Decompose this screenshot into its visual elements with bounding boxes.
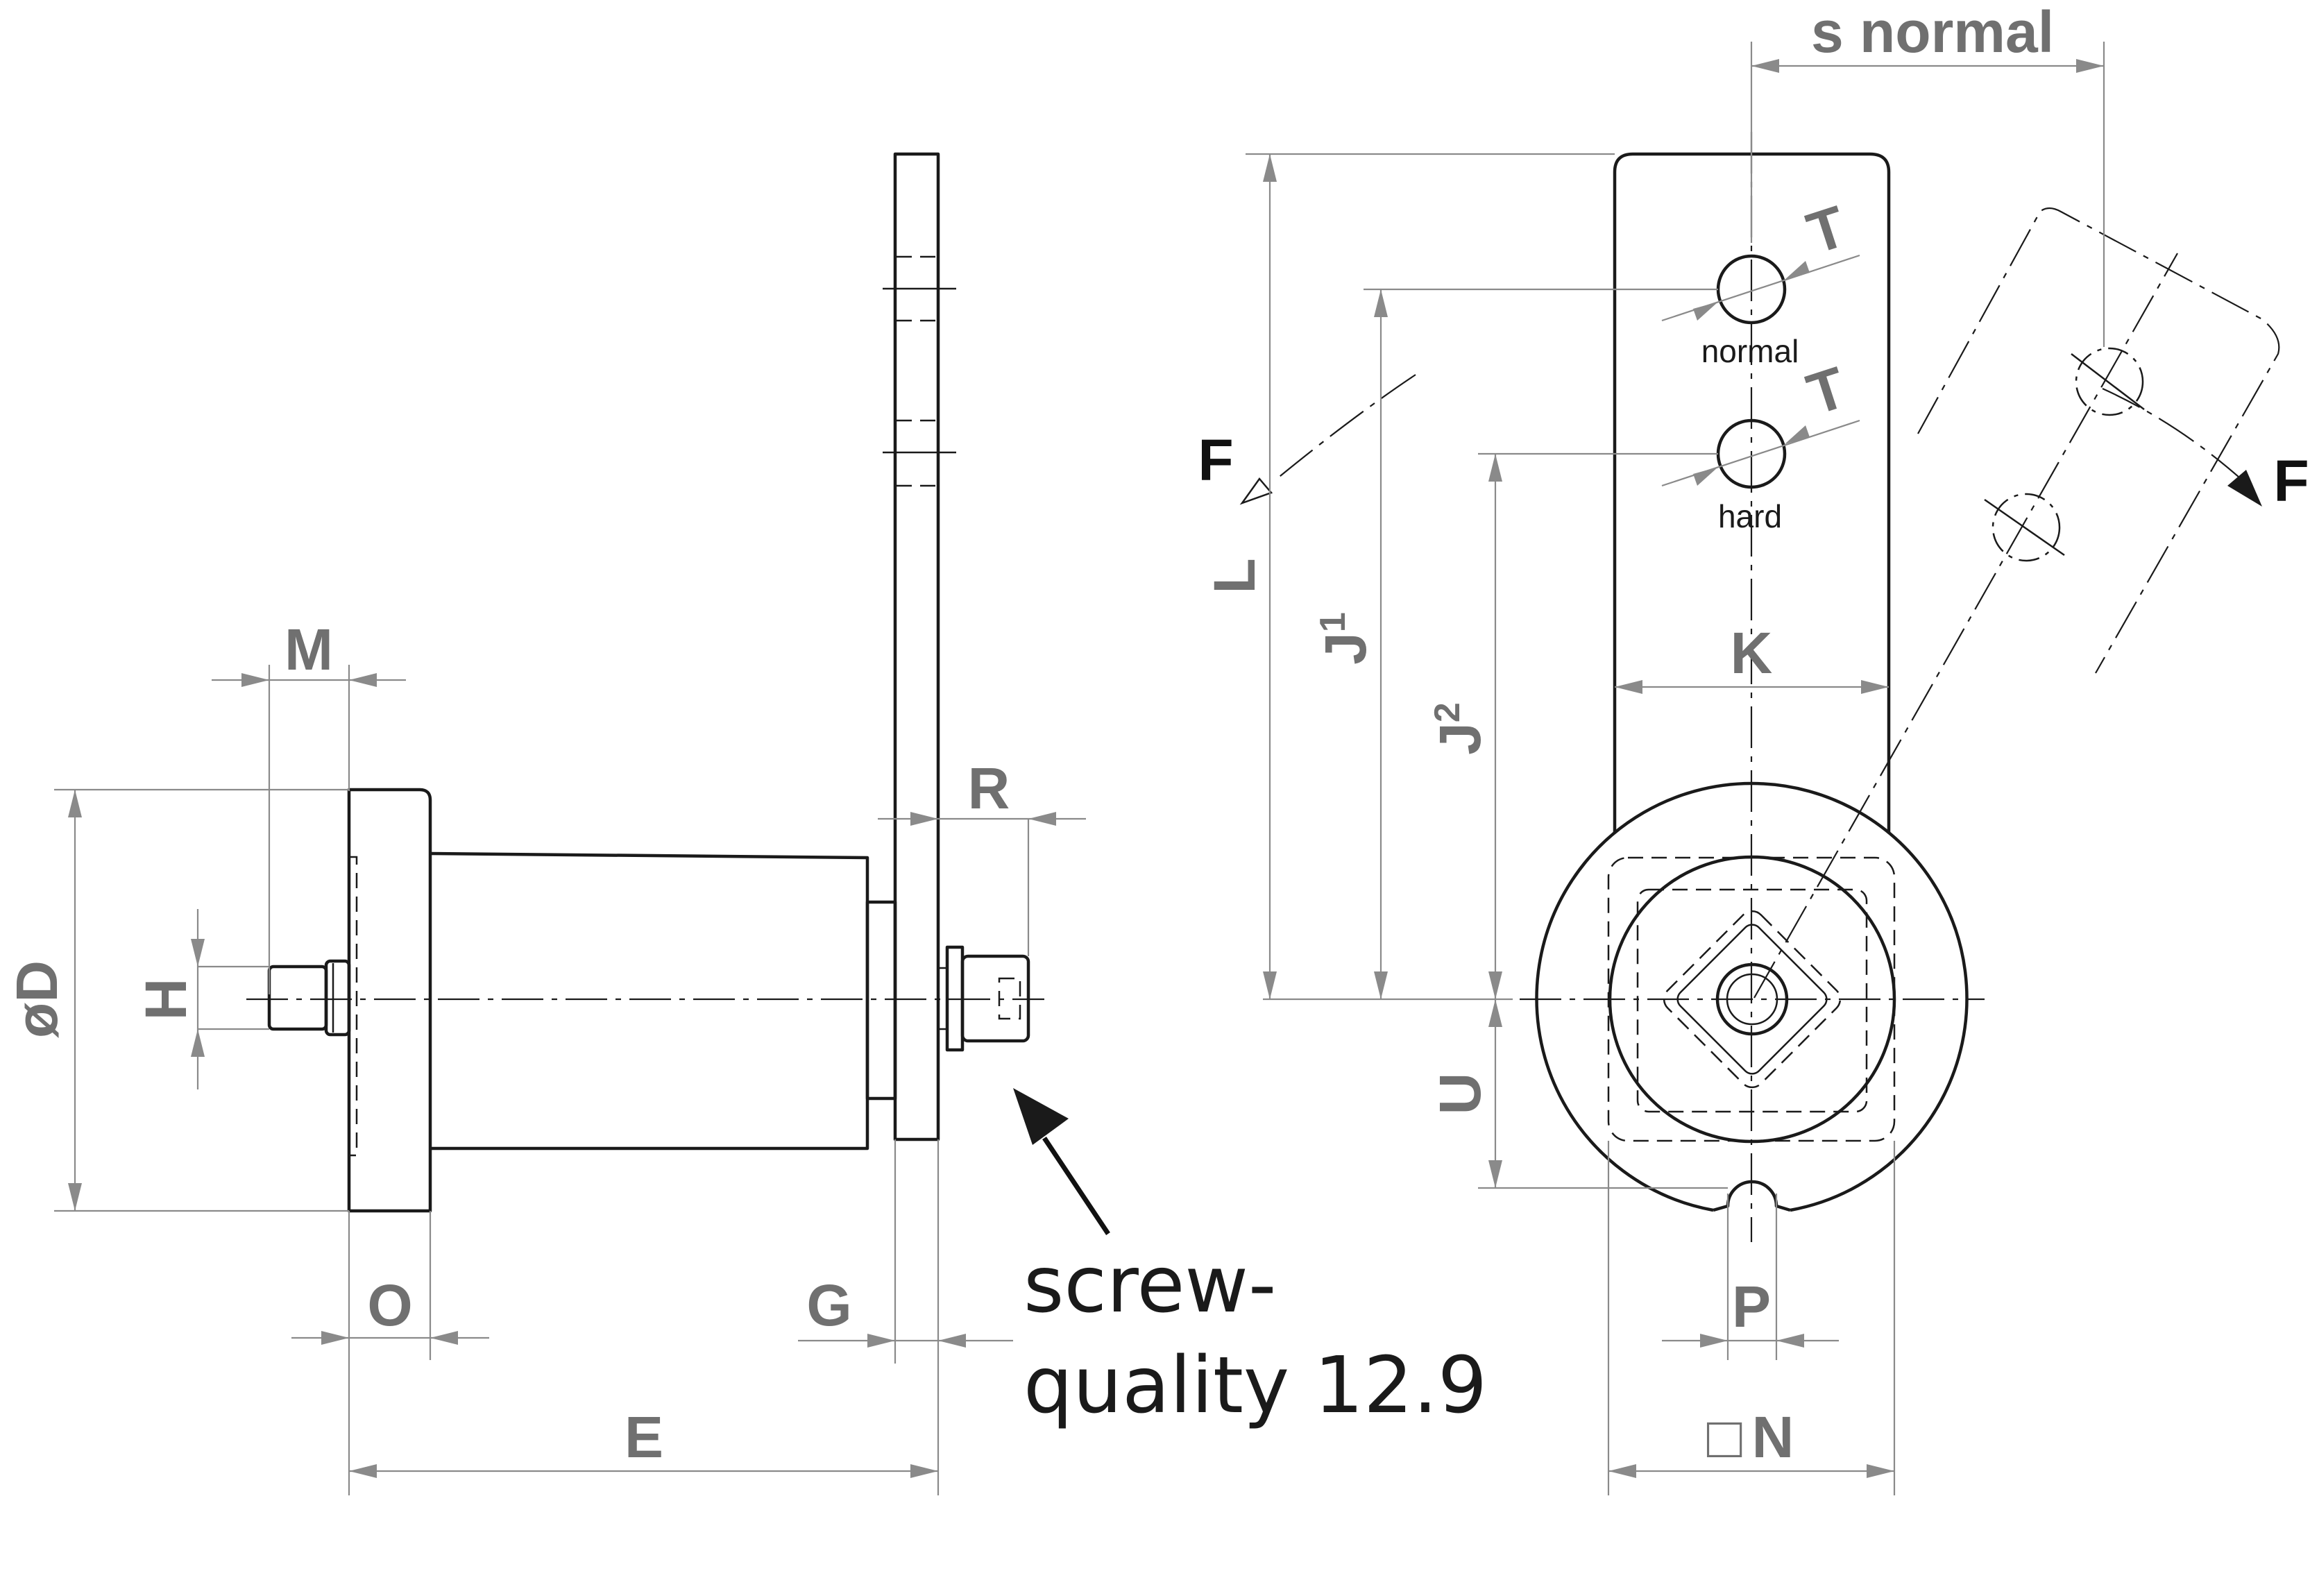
shaft-stub-collar bbox=[324, 959, 351, 1037]
label-K: K bbox=[1731, 620, 1773, 686]
label-hard: hard bbox=[1718, 498, 1782, 534]
label-L: L bbox=[1202, 558, 1267, 593]
lever-plate bbox=[893, 152, 940, 1141]
label-D: øD bbox=[4, 960, 69, 1038]
shaft-stub bbox=[267, 965, 328, 1031]
neck bbox=[865, 900, 897, 1101]
phantom-hole-hard bbox=[1991, 493, 2061, 562]
label-M: M bbox=[284, 617, 333, 682]
phantom-axis bbox=[1753, 253, 2178, 999]
front-dimensions bbox=[1246, 42, 2105, 1495]
label-P: P bbox=[1732, 1274, 1771, 1339]
label-O: O bbox=[367, 1273, 412, 1338]
side-view bbox=[246, 152, 1044, 1213]
label-normal: normal bbox=[1701, 333, 1799, 369]
label-J1-text: J1 bbox=[1313, 612, 1378, 665]
label-s-normal: s normal bbox=[1811, 0, 2054, 65]
screw-quality-note-line2: quality 12.9 bbox=[1024, 1341, 1487, 1431]
force-arrow-right bbox=[2227, 470, 2262, 507]
force-arc-left bbox=[1276, 374, 1416, 479]
label-F-left: F bbox=[1198, 427, 1233, 493]
label-J1: J1 bbox=[1313, 612, 1378, 665]
label-F-right: F bbox=[2273, 448, 2309, 513]
flange bbox=[347, 788, 432, 1213]
screw-leader-arrowhead bbox=[1013, 1088, 1069, 1145]
label-R: R bbox=[968, 756, 1010, 821]
label-J1-sup: 1 bbox=[1313, 612, 1353, 632]
phantom-lever bbox=[1917, 207, 2280, 674]
label-H: H bbox=[133, 978, 198, 1021]
screw-leader bbox=[1013, 1088, 1110, 1235]
rotated-square bbox=[1676, 924, 1828, 1075]
phantom-hole-normal bbox=[2075, 347, 2144, 416]
label-G: G bbox=[806, 1273, 851, 1338]
label-T-lower: T bbox=[1799, 354, 1853, 427]
label-N: N bbox=[1752, 1404, 1794, 1470]
side-dimensions bbox=[54, 665, 1086, 1495]
body bbox=[430, 851, 869, 1151]
label-E: E bbox=[625, 1404, 663, 1470]
label-N-symbol: □ bbox=[1707, 1404, 1742, 1470]
label-J2-text: J2 bbox=[1427, 702, 1493, 755]
label-T-upper: T bbox=[1799, 193, 1853, 266]
label-J2-letter: J bbox=[1427, 722, 1493, 755]
label-J1-letter: J bbox=[1313, 632, 1378, 665]
screw-hex-hidden bbox=[998, 977, 1021, 1020]
force-arrow-left bbox=[1239, 477, 1273, 505]
label-U: U bbox=[1427, 1073, 1493, 1115]
label-J2: J2 bbox=[1427, 702, 1493, 755]
screw-quality-note-line1: screw- bbox=[1024, 1240, 1276, 1330]
label-J2-sup: 2 bbox=[1427, 702, 1468, 722]
force-arc-right bbox=[2102, 387, 2245, 483]
rotated-hidden-square bbox=[1663, 910, 1842, 1089]
